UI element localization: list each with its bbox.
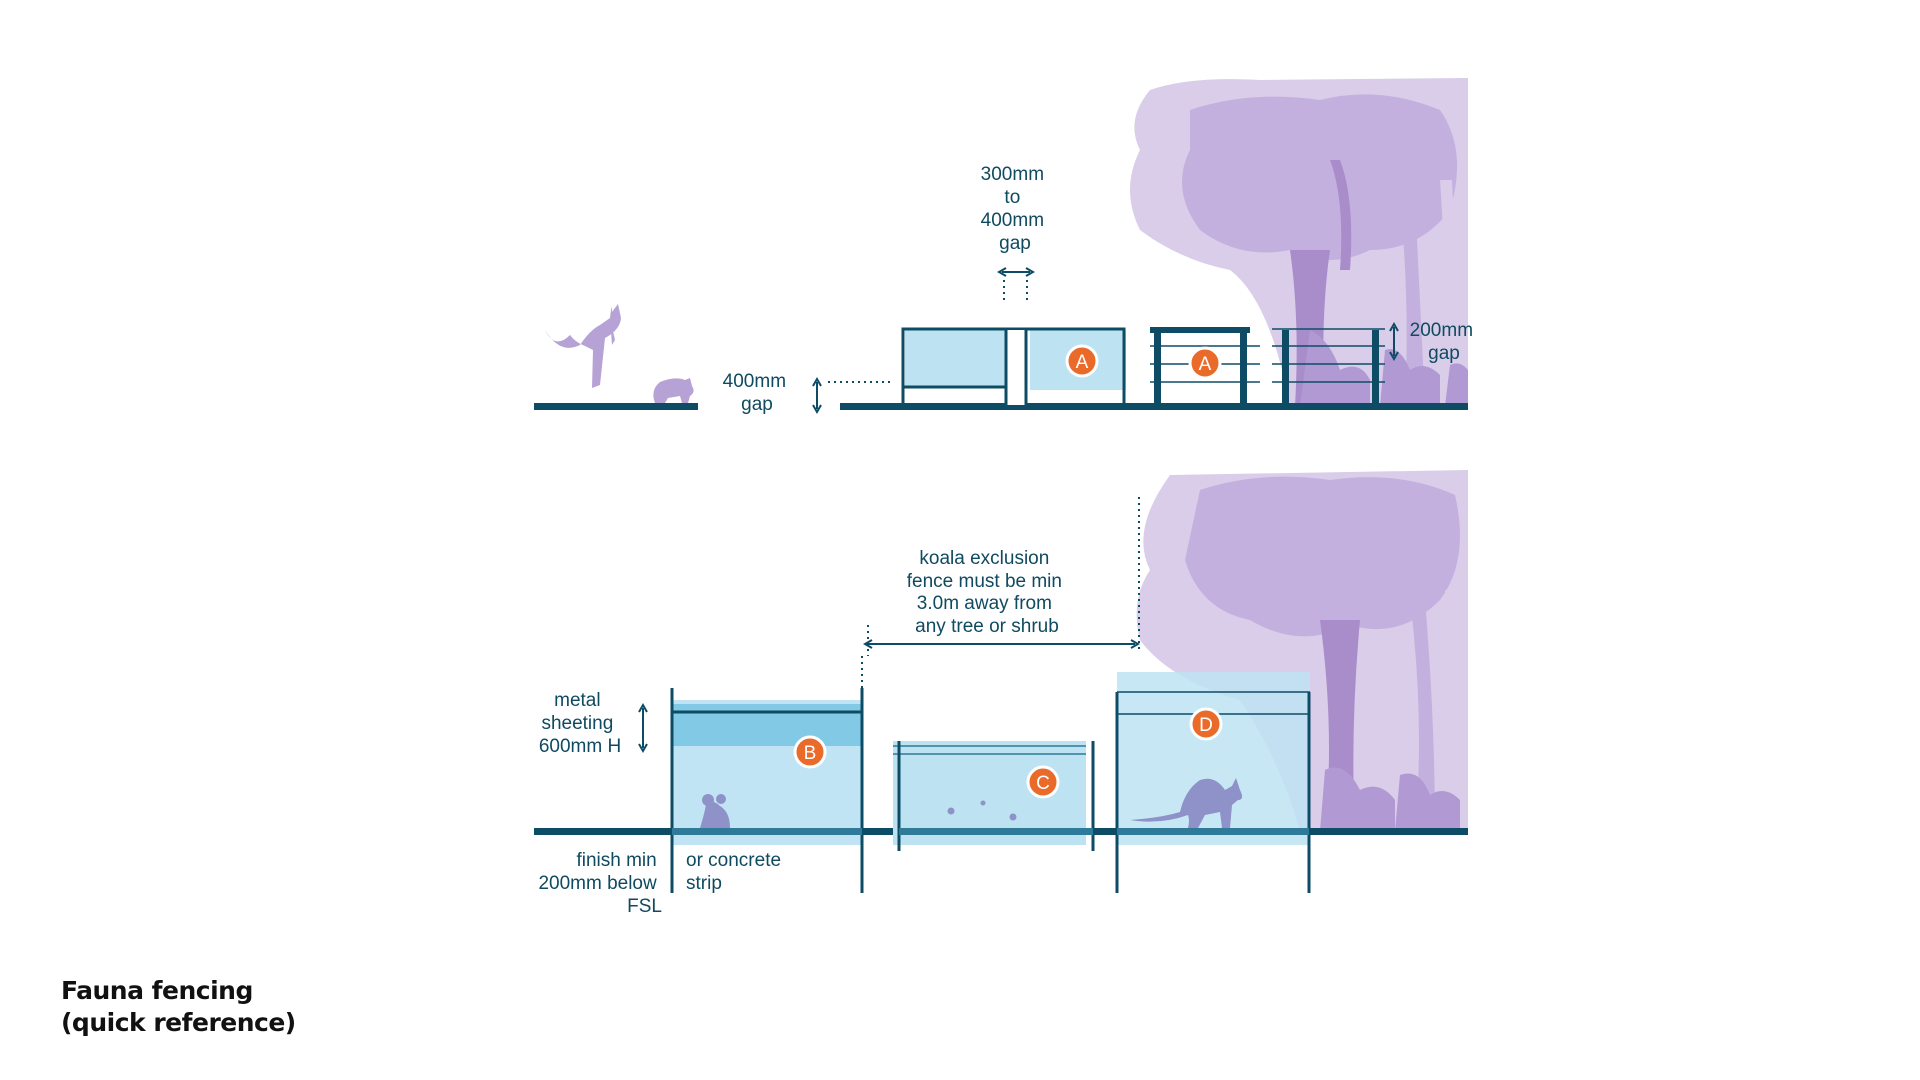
wallaby-icon (1130, 778, 1243, 828)
koala-sitting-icon (700, 794, 730, 828)
title-line-1: Fauna fencing (61, 976, 253, 1005)
badge-c: C (1026, 765, 1060, 799)
fence-wire-200mm-gap (1272, 328, 1385, 405)
metal-sheeting-label: metal sheeting 600mm H (539, 690, 621, 757)
ground-line-right (840, 403, 1468, 410)
svg-text:B: B (804, 743, 817, 764)
fence-type-d (1115, 672, 1311, 893)
kangaroo-icon (545, 304, 621, 388)
svg-text:C: C (1036, 773, 1050, 794)
koala-icon (653, 378, 694, 403)
tree-illustration-bottom (1136, 470, 1468, 831)
fence-type-c (893, 741, 1095, 851)
badge-a-solid: A (1065, 344, 1099, 378)
left-gap-label: 400mm gap (723, 371, 792, 415)
ground-line-left (534, 403, 698, 410)
concrete-label: or concrete strip (686, 850, 786, 894)
badge-b: B (793, 735, 827, 769)
svg-text:D: D (1199, 715, 1213, 736)
right-gap-label: 200mm gap (1410, 320, 1479, 364)
fence-type-b (670, 688, 864, 893)
svg-text:A: A (1076, 352, 1089, 373)
badge-a-wire: A (1188, 346, 1222, 380)
tree-illustration-top (1130, 78, 1468, 406)
badge-d: D (1189, 707, 1223, 741)
distance-label: koala exclusion fence must be min 3.0m a… (907, 548, 1068, 637)
center-gap-label: 300mm to 400mm gap (981, 164, 1050, 254)
title-line-2: (quick reference) (61, 1008, 296, 1037)
svg-text:A: A (1199, 354, 1212, 375)
fence-type-a-wire (1150, 327, 1260, 405)
frog-icons (947, 800, 1017, 821)
finish-label: finish min 200mm below FSL (538, 850, 662, 917)
page-title: Fauna fencing (quick reference) (61, 975, 296, 1039)
